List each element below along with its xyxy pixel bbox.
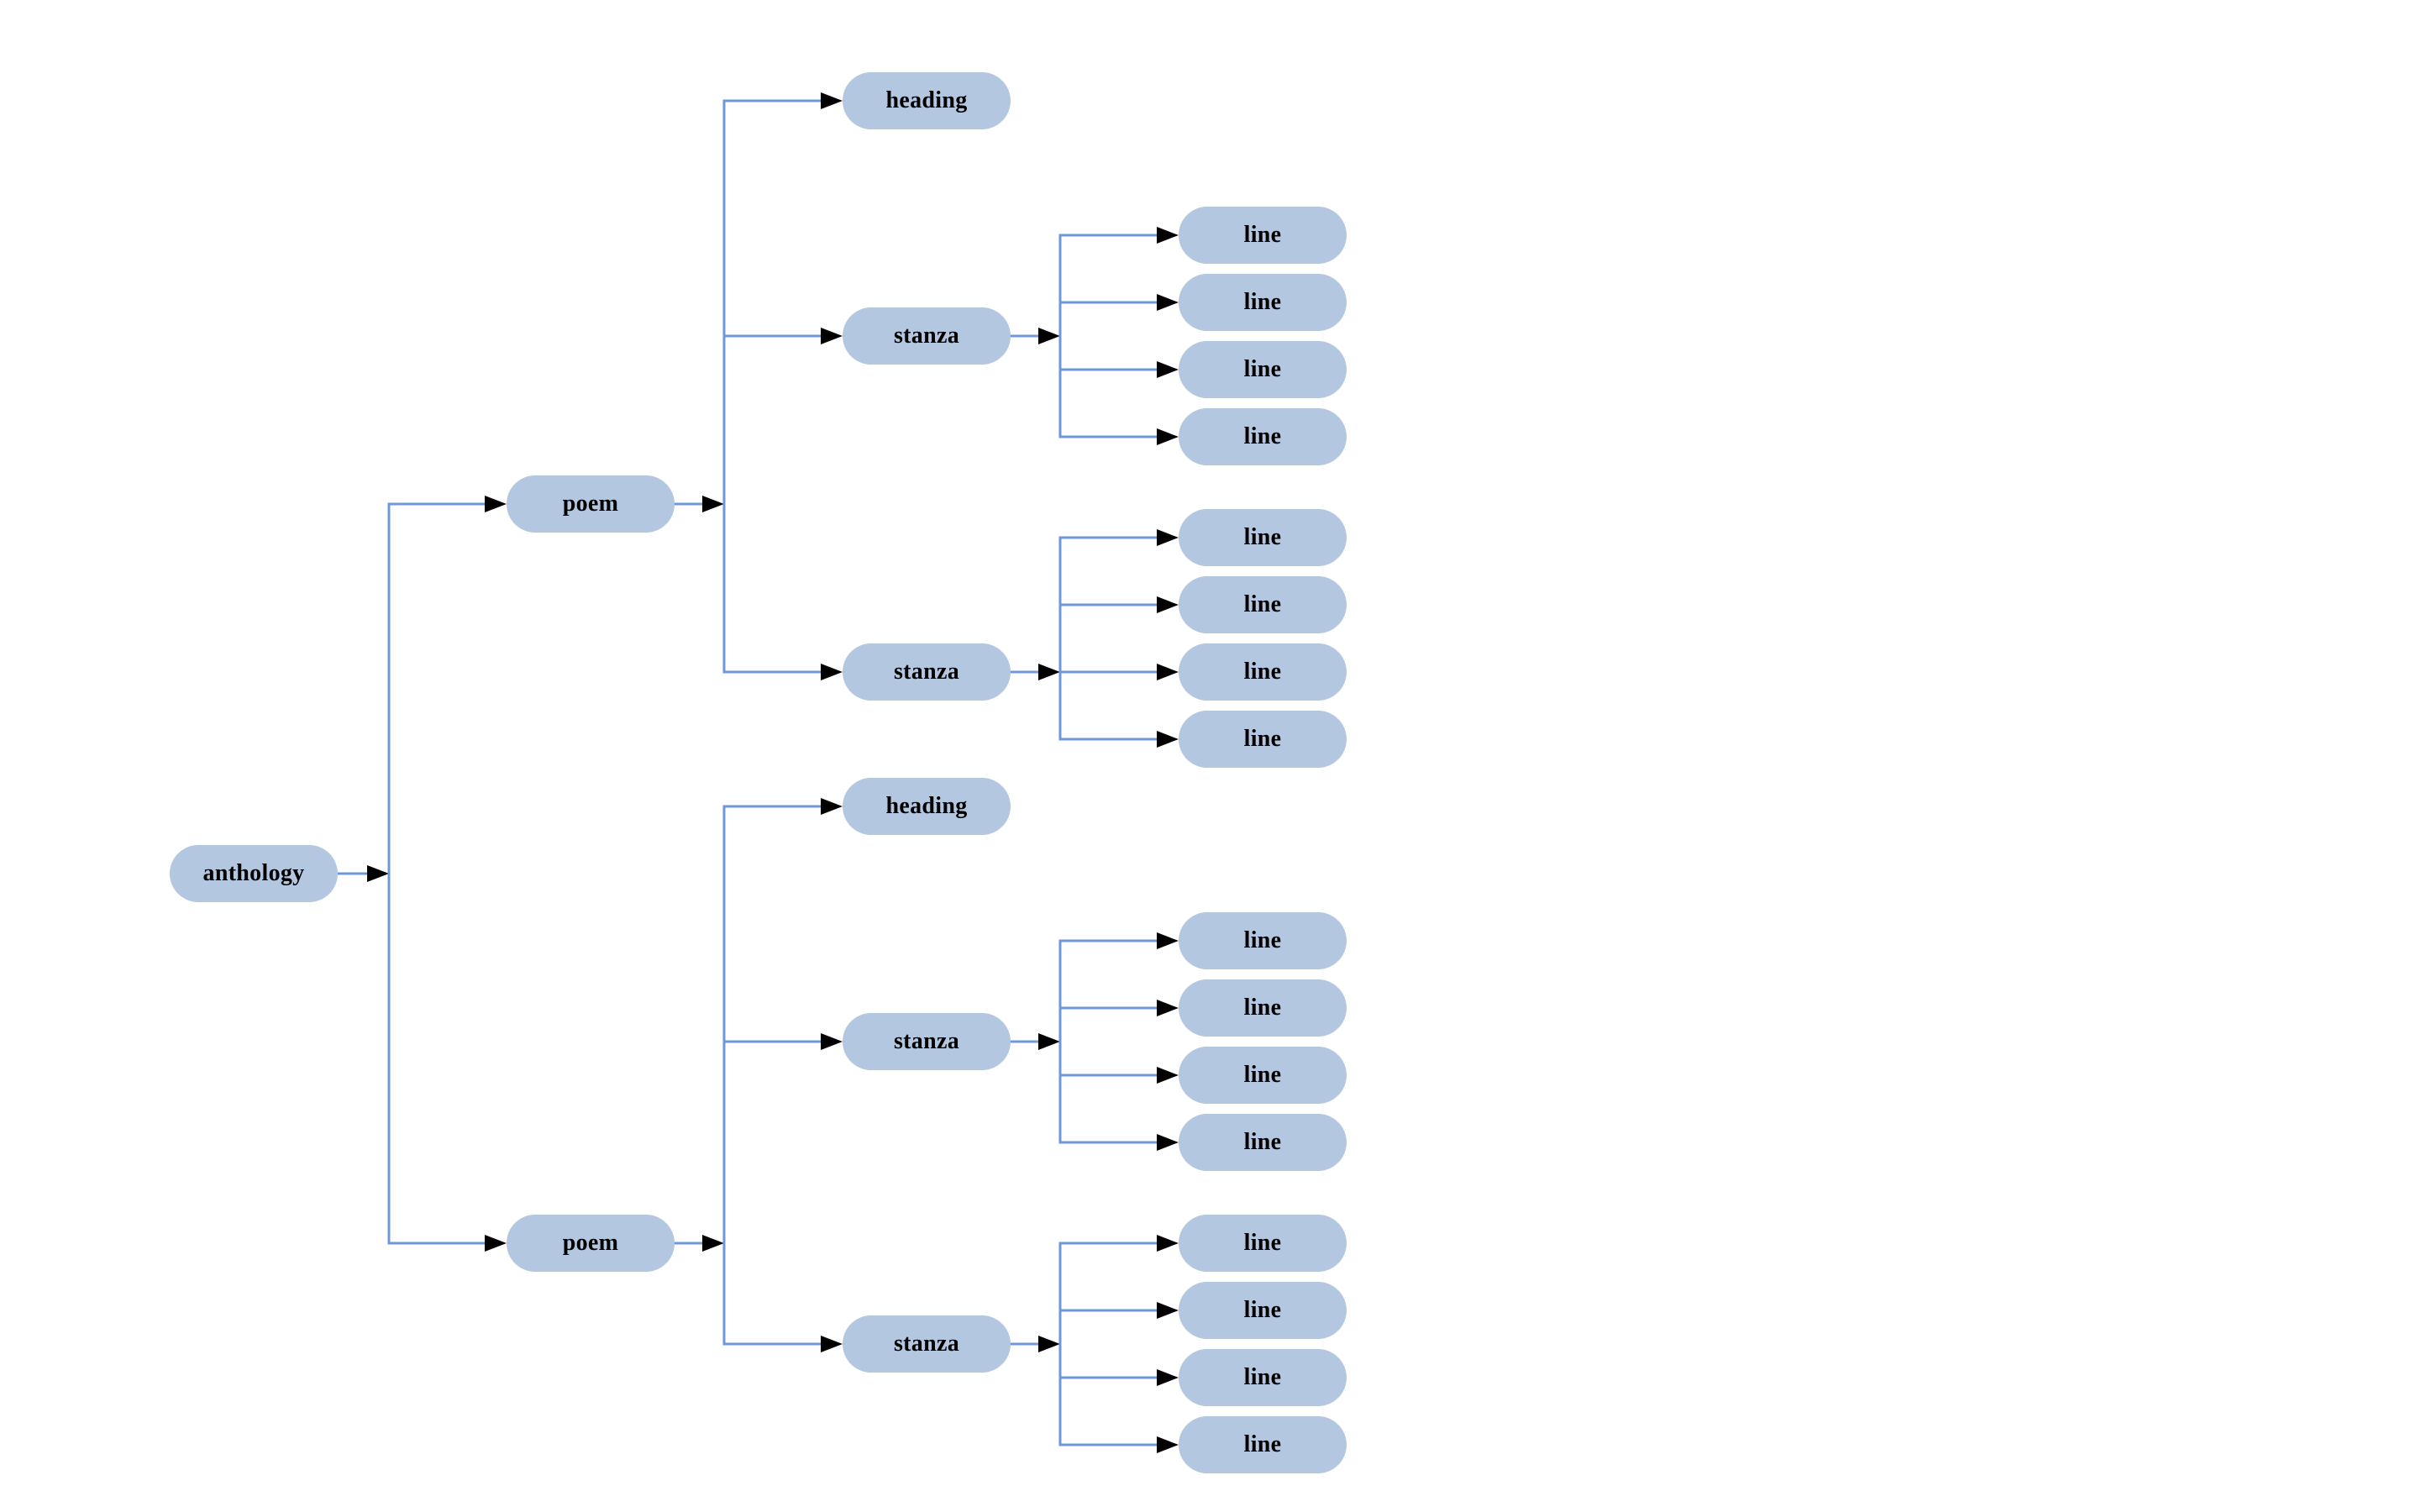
node-stanza-3: stanza	[843, 1013, 1011, 1070]
node-stanza-2: stanza	[843, 643, 1011, 701]
node-line-3-2: line	[1179, 979, 1347, 1037]
arrowhead-icon	[1157, 294, 1179, 311]
arrowhead-icon	[1157, 664, 1179, 680]
node-poem-1: poem	[507, 475, 675, 533]
node-line-1-4: line	[1179, 408, 1347, 465]
arrowhead-icon	[1038, 1336, 1060, 1352]
arrowhead-icon	[485, 1235, 507, 1252]
node-line-4-4: line	[1179, 1416, 1347, 1473]
arrowhead-icon	[821, 328, 843, 344]
arrowhead-icon	[1157, 1369, 1179, 1386]
node-line-1-1: line	[1179, 207, 1347, 264]
arrowhead-icon	[1157, 1000, 1179, 1016]
node-line-1-2: line	[1179, 274, 1347, 331]
node-anthology: anthology	[170, 845, 338, 902]
arrowhead-icon	[1157, 596, 1179, 613]
node-line-2-2: line	[1179, 576, 1347, 633]
node-stanza-1: stanza	[843, 307, 1011, 365]
arrowhead-icon	[1157, 1235, 1179, 1252]
node-line-4-1: line	[1179, 1215, 1347, 1272]
arrowhead-icon	[821, 1033, 843, 1050]
node-line-2-3: line	[1179, 643, 1347, 701]
arrowhead-icon	[702, 1235, 724, 1252]
arrowhead-icon	[1157, 1436, 1179, 1453]
arrowhead-icon	[1038, 1033, 1060, 1050]
arrowhead-icon	[702, 496, 724, 512]
node-poem-2: poem	[507, 1215, 675, 1272]
node-line-2-4: line	[1179, 711, 1347, 768]
arrowhead-icon	[1157, 731, 1179, 748]
arrowhead-icon	[821, 1336, 843, 1352]
node-stanza-4: stanza	[843, 1315, 1011, 1373]
node-line-4-3: line	[1179, 1349, 1347, 1406]
arrowhead-icon	[1157, 1134, 1179, 1151]
arrowhead-icon	[1157, 1067, 1179, 1084]
arrowhead-icon	[367, 865, 389, 882]
arrowhead-icon	[1038, 664, 1060, 680]
node-heading-2: heading	[843, 778, 1011, 835]
arrowhead-icon	[1157, 932, 1179, 949]
node-line-3-3: line	[1179, 1047, 1347, 1104]
node-line-1-3: line	[1179, 341, 1347, 398]
arrowhead-icon	[1157, 361, 1179, 378]
node-line-2-1: line	[1179, 509, 1347, 566]
node-line-3-1: line	[1179, 912, 1347, 969]
node-line-3-4: line	[1179, 1114, 1347, 1171]
arrowhead-icon	[1038, 328, 1060, 344]
arrowhead-icon	[1157, 227, 1179, 244]
arrowhead-icon	[821, 798, 843, 815]
arrowhead-icon	[485, 496, 507, 512]
arrowhead-icon	[821, 92, 843, 109]
arrowhead-icon	[1157, 428, 1179, 445]
arrowhead-icon	[821, 664, 843, 680]
arrowhead-icon	[1157, 529, 1179, 546]
node-heading-1: heading	[843, 72, 1011, 129]
arrowhead-icon	[1157, 1302, 1179, 1319]
node-line-4-2: line	[1179, 1282, 1347, 1339]
